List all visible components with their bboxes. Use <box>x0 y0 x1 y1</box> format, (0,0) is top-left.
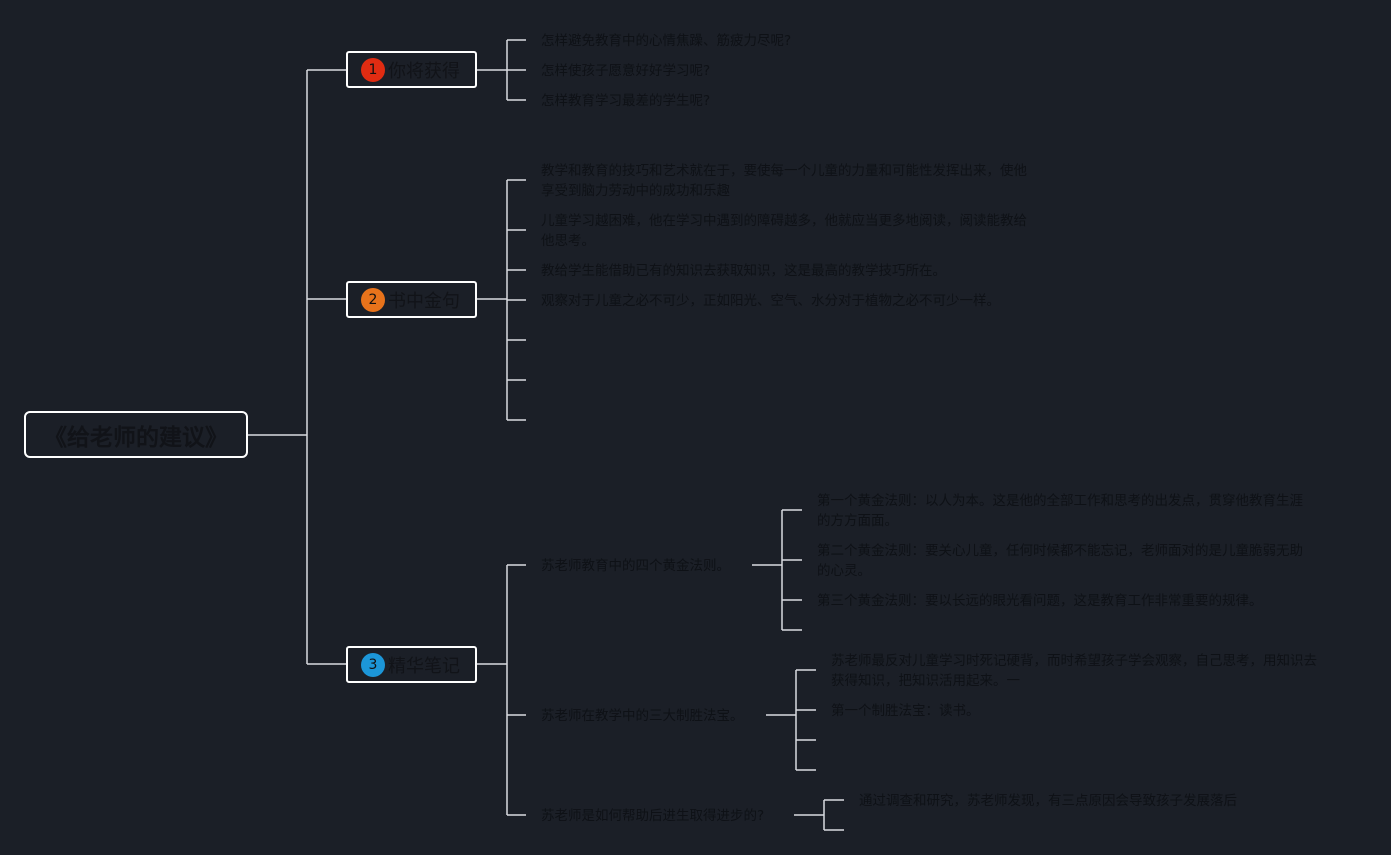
subtopic[interactable]: 苏老师在教学中的三大制胜法宝。 <box>541 708 744 724</box>
leaf-topic[interactable]: 第一个黄金法则：以人为本。这是他的全部工作和思考的出发点，贯穿他教育生涯的方方面… <box>817 493 1303 529</box>
branch-node-notes[interactable]: 3 精华笔记 <box>346 646 477 683</box>
leaf-topic[interactable]: 怎样教育学习最差的学生呢? <box>541 93 711 109</box>
branch-node-benefits[interactable]: 1 你将获得 <box>346 51 477 88</box>
leaf-topic[interactable]: 儿童学习越困难，他在学习中遇到的障碍越多，他就应当更多地阅读，阅读能教给他思考。 <box>541 213 1027 249</box>
root-title: 《给老师的建议》 <box>44 424 228 451</box>
number-badge-1: 1 <box>361 57 385 82</box>
leaf-topic[interactable]: 怎样使孩子愿意好好学习呢? <box>541 63 711 79</box>
leaf-topic[interactable]: 第一个制胜法宝：读书。 <box>831 703 980 719</box>
number-badge-2: 2 <box>361 287 385 312</box>
leaf-topic[interactable]: 第三个黄金法则：要以长远的眼光看问题，这是教育工作非常重要的规律。 <box>817 593 1263 609</box>
leaf-topic[interactable]: 教给学生能借助已有的知识去获取知识，这是最高的教学技巧所在。 <box>541 263 946 279</box>
leaf-topic[interactable]: 第二个黄金法则：要关心儿童，任何时候都不能忘记，老师面对的是儿童脆弱无助的心灵。 <box>817 543 1303 579</box>
leaf-topic[interactable]: 教学和教育的技巧和艺术就在于，要使每一个儿童的力量和可能性发挥出来，使他享受到脑… <box>541 163 1027 199</box>
branch-label: 你将获得 <box>388 60 460 82</box>
leaf-topic[interactable]: 通过调查和研究，苏老师发现，有三点原因会导致孩子发展落后 <box>859 793 1237 809</box>
leaf-topic[interactable]: 观察对于儿童之必不可少，正如阳光、空气、水分对于植物之必不可少一样。 <box>541 293 1000 309</box>
subtopic[interactable]: 苏老师是如何帮助后进生取得进步的? <box>541 808 765 824</box>
subtopic[interactable]: 苏老师教育中的四个黄金法则。 <box>541 558 730 574</box>
branch-label: 精华笔记 <box>388 655 460 677</box>
root-node[interactable]: 《给老师的建议》 <box>24 411 248 458</box>
leaf-topic[interactable]: 怎样避免教育中的心情焦躁、筋疲力尽呢? <box>541 33 792 49</box>
number-badge-3: 3 <box>361 652 385 677</box>
branch-node-quotes[interactable]: 2 书中金句 <box>346 281 477 318</box>
branch-label: 书中金句 <box>388 290 460 312</box>
leaf-topic[interactable]: 苏老师最反对儿童学习时死记硬背，而时希望孩子学会观察，自己思考，用知识去获得知识… <box>831 653 1317 689</box>
